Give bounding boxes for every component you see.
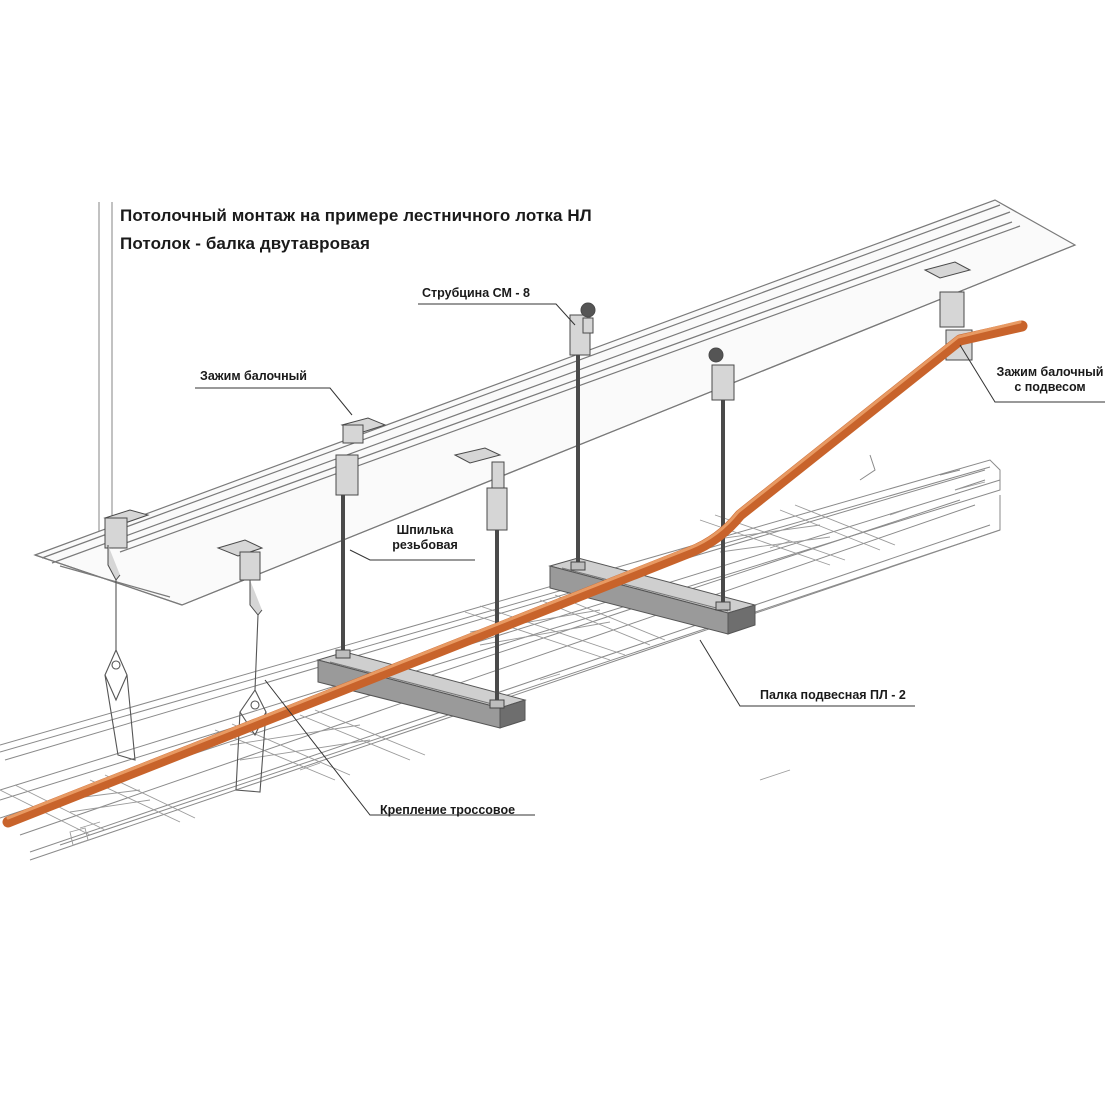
diagram-title: Потолочный монтаж на примере лестничного… [120,206,592,225]
label-zazhim: Зажим балочный [200,369,307,383]
wall-lines [98,202,113,540]
label-zazhim-podves-line1: Зажим балочный [996,365,1104,379]
threaded-rods [341,348,725,705]
label-zazhim-podves: Зажим балочный с подвесом [990,365,1110,395]
label-palka: Палка подвесная ПЛ - 2 [760,688,906,702]
diagram-subtitle: Потолок - балка двутавровая [120,234,371,253]
rod-nuts [335,561,731,709]
label-shpilka-line1: Шпилька [396,523,454,537]
i-beam [33,199,1077,606]
cable [2,320,1028,828]
callout-leaders [195,303,1105,816]
label-kreplenie: Крепление троссовое [380,803,516,817]
label-shpilka: Шпилька резьбовая [370,523,480,553]
label-shpilka-line2: резьбовая [392,538,458,552]
suspension-bar-right [548,557,757,635]
label-zazhim-podves-line2: с подвесом [1014,380,1086,394]
label-strubtsina: Струбцина СМ - 8 [422,286,530,300]
ladder-tray [0,454,1001,861]
